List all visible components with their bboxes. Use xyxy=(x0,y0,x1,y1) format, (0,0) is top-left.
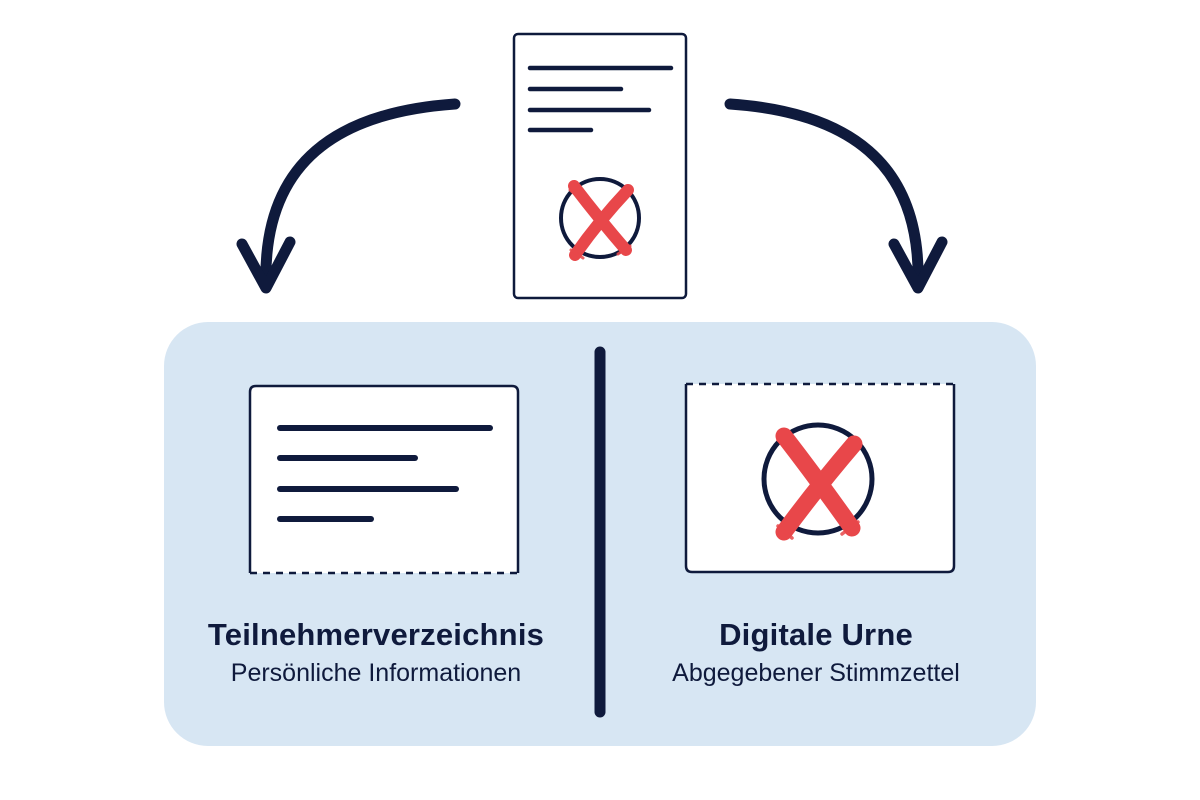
participant-register-title: Teilnehmerverzeichnis xyxy=(207,617,545,652)
participant-register-label: Teilnehmerverzeichnis Persönliche Inform… xyxy=(166,616,586,690)
digital-urn-subtitle: Abgegebener Stimmzettel xyxy=(672,659,960,687)
red-x-mark-icon xyxy=(761,422,875,541)
participant-register-card xyxy=(248,384,520,575)
red-x-mark-icon xyxy=(559,177,641,261)
digital-urn-label: Digitale Urne Abgegebener Stimmzettel xyxy=(606,616,1026,690)
digital-urn-title: Digitale Urne xyxy=(719,617,913,652)
ballot-document-icon xyxy=(512,32,688,300)
participant-register-subtitle: Persönliche Informationen xyxy=(230,659,522,687)
digital-urn-card xyxy=(684,382,956,574)
right-arrow-icon xyxy=(724,98,948,294)
left-arrow-icon xyxy=(236,98,461,294)
